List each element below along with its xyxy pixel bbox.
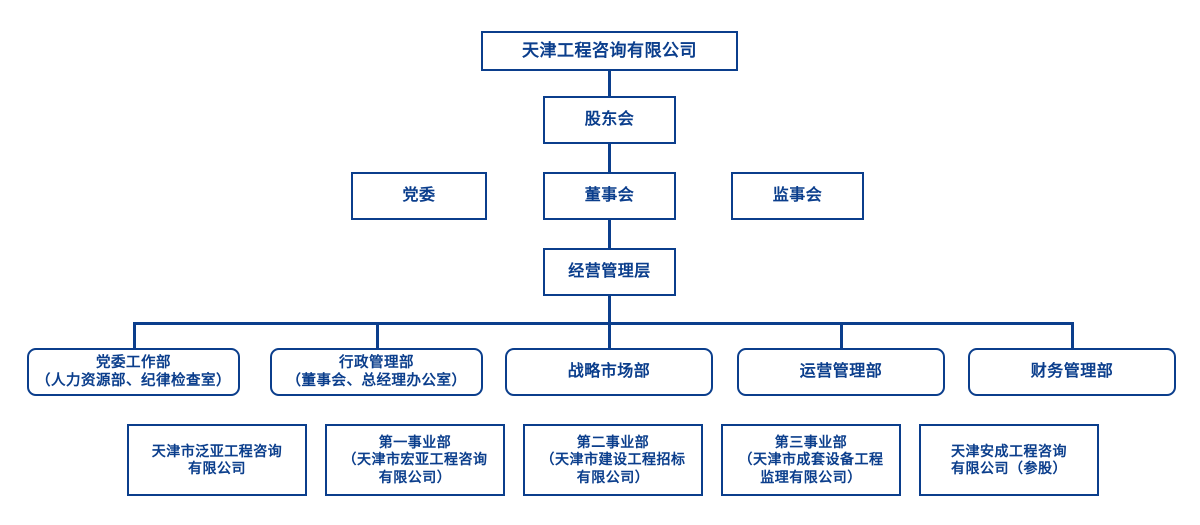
connector-management-to-bus [608,296,611,324]
node-board-of-directors[interactable]: 董事会 [543,172,676,220]
node-dept-finance-management[interactable]: 财务管理部 [968,348,1176,396]
node-dept-party-work[interactable]: 党委工作部 （人力资源部、纪律检查室） [27,348,240,396]
connector-drop-party-work-dept [133,322,136,348]
node-party-committee[interactable]: 党委 [351,172,487,220]
node-board-of-supervisors[interactable]: 监事会 [731,172,864,220]
node-dept-strategy-market[interactable]: 战略市场部 [505,348,713,396]
node-shareholders-meeting[interactable]: 股东会 [543,96,676,144]
connector-drop-operations-dept [840,322,843,348]
node-management-layer[interactable]: 经营管理层 [543,248,676,296]
node-company[interactable]: 天津工程咨询有限公司 [481,31,738,71]
node-business-unit-two[interactable]: 第二事业部 （天津市建设工程招标 有限公司） [523,424,703,496]
connector-drop-admin-dept [376,322,379,348]
node-dept-operations-management[interactable]: 运营管理部 [737,348,945,396]
node-subsidiary-ancheng[interactable]: 天津安成工程咨询 有限公司（参股） [919,424,1099,496]
node-dept-administration[interactable]: 行政管理部 （董事会、总经理办公室） [270,348,483,396]
node-business-unit-three[interactable]: 第三事业部 （天津市成套设备工程 监理有限公司） [721,424,901,496]
connector-department-bus [133,322,1074,325]
node-business-unit-one[interactable]: 第一事业部 （天津市宏亚工程咨询 有限公司） [325,424,505,496]
connector-shareholders-to-board [608,144,611,172]
connector-drop-strategy-dept [608,322,611,348]
connector-drop-finance-dept [1071,322,1074,348]
node-subsidiary-fanya[interactable]: 天津市泛亚工程咨询 有限公司 [127,424,307,496]
connector-board-to-management [608,220,611,248]
connector-company-to-shareholders [608,71,611,96]
